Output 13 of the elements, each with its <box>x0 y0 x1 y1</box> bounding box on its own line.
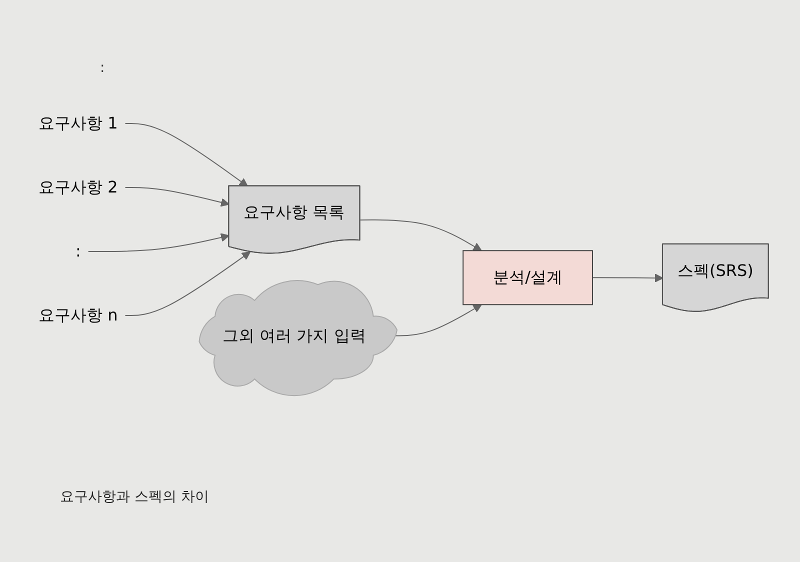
arrow <box>88 233 230 252</box>
arrow <box>125 187 230 207</box>
arrow <box>360 220 482 252</box>
node-box: 분석/설계 <box>462 250 594 306</box>
caption: 요구사항과 스펙의 차이 <box>60 488 209 506</box>
node-text: 요구사항 2 <box>38 178 118 197</box>
node-text: 요구사항 1 <box>38 114 118 133</box>
ellipsis-text: : <box>100 60 105 76</box>
arrow <box>125 252 251 316</box>
node-text: : <box>76 242 82 261</box>
arrow <box>592 274 664 283</box>
arrow <box>125 123 248 187</box>
node-text: 요구사항 n <box>38 306 118 325</box>
